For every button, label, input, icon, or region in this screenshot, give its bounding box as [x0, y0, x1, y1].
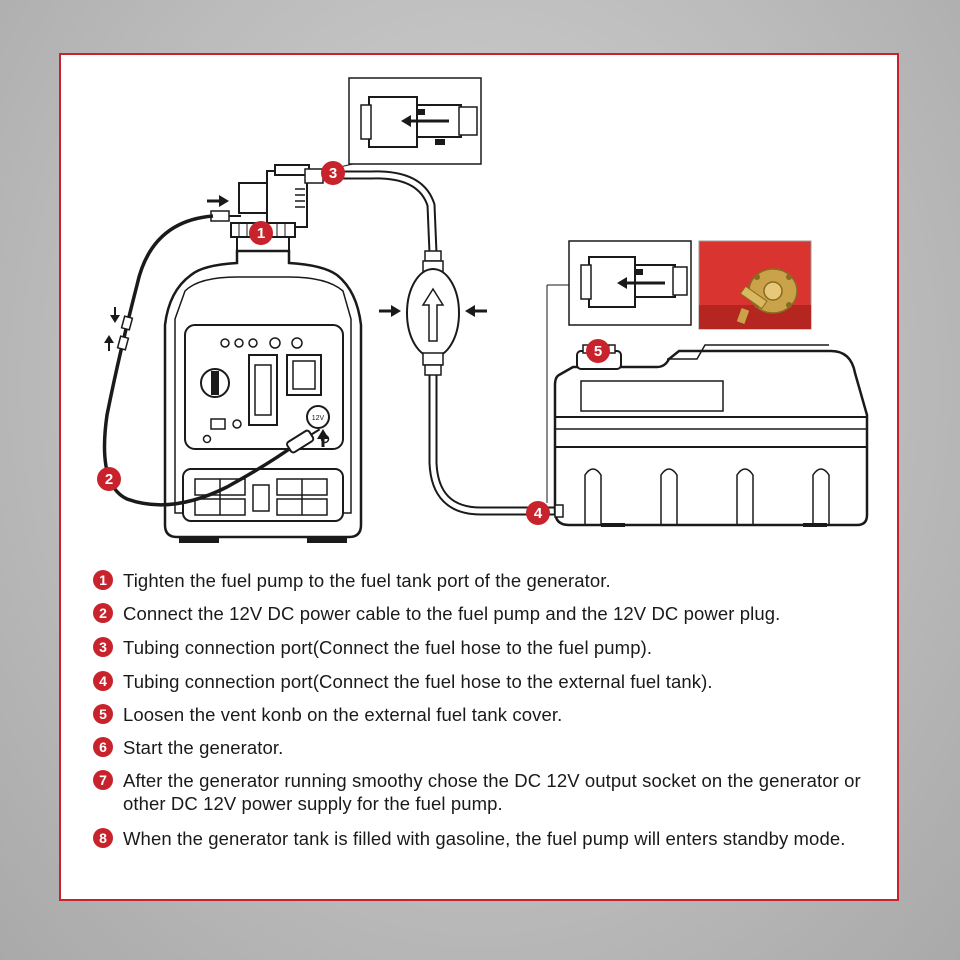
step-number: 8	[93, 828, 113, 848]
step-list: 1 Tighten the fuel pump to the fuel tank …	[93, 569, 883, 850]
badge-5: 5	[586, 339, 610, 363]
connector-detail-top	[348, 77, 482, 165]
step-item: 5 Loosen the vent konb on the external fu…	[93, 703, 883, 726]
fuel-pump	[207, 164, 324, 252]
step-number: 7	[93, 770, 113, 790]
step-text: Loosen the vent konb on the external fue…	[123, 704, 563, 725]
instruction-panel: 12V	[59, 53, 899, 901]
power-cable	[102, 214, 311, 507]
svg-text:1: 1	[257, 225, 265, 242]
step-item: 4 Tubing connection port(Connect the fuel…	[93, 670, 883, 693]
fitting-photo	[698, 240, 812, 330]
step-number: 3	[93, 637, 113, 657]
svg-text:4: 4	[534, 505, 543, 522]
step-text: Tubing connection port(Connect the fuel …	[123, 671, 713, 692]
step-text: After the generator running smoothy chos…	[123, 770, 861, 814]
step-item: 6 Start the generator.	[93, 736, 883, 759]
badge-3: 3	[321, 161, 345, 185]
svg-text:2: 2	[105, 471, 113, 488]
generator: 12V	[163, 249, 363, 543]
connection-diagram: 12V	[97, 77, 869, 543]
svg-text:5: 5	[594, 343, 602, 360]
external-fuel-tank	[553, 344, 869, 527]
badge-2: 2	[97, 467, 121, 491]
step-number: 4	[93, 671, 113, 691]
connector-detail-tank	[568, 240, 692, 326]
step-item: 1 Tighten the fuel pump to the fuel tank …	[93, 569, 883, 592]
step-text: Start the generator.	[123, 737, 284, 758]
step-text: When the generator tank is filled with g…	[123, 828, 846, 849]
step-item: 3 Tubing connection port(Connect the fuel…	[93, 636, 883, 659]
step-number: 6	[93, 737, 113, 757]
step-text: Tubing connection port(Connect the fuel …	[123, 637, 653, 658]
primer-bulb	[379, 250, 487, 376]
step-text: Connect the 12V DC power cable to the fu…	[123, 603, 781, 624]
svg-text:3: 3	[329, 165, 337, 182]
step-text: Tighten the fuel pump to the fuel tank p…	[123, 570, 611, 591]
step-item: 2 Connect the 12V DC power cable to the f…	[93, 602, 883, 625]
socket-label: 12V	[312, 415, 325, 422]
badge-1: 1	[249, 221, 273, 245]
badge-4: 4	[526, 501, 550, 525]
step-item: 8 When the generator tank is filled with …	[93, 827, 883, 850]
step-item: 7 After the generator running smoothy cho…	[93, 769, 883, 815]
step-number: 5	[93, 704, 113, 724]
step-number: 1	[93, 570, 113, 590]
step-number: 2	[93, 603, 113, 623]
